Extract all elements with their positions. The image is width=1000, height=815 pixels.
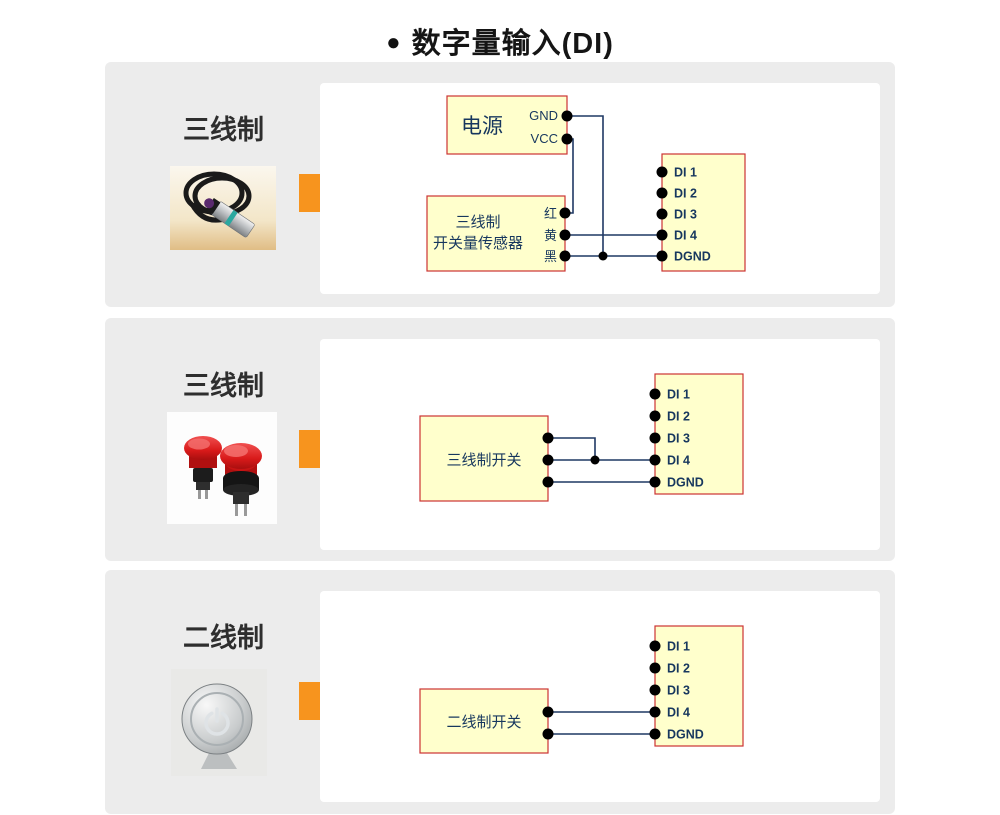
terminal-dot-di1 <box>649 388 661 400</box>
metal-push-button-photo <box>171 669 267 776</box>
estop-buttons-illustration <box>167 412 277 524</box>
terminal-dot-di2 <box>656 187 668 199</box>
pin-label-vcc: VCC <box>531 131 558 146</box>
wiring-diagram-1: 电源 GND VCC 三线制 开关量传感器 红 黄 黑 <box>426 95 746 272</box>
terminal-block-outline <box>654 625 744 747</box>
section-3-label: 二线制 <box>183 623 264 653</box>
power-box: 电源 GND VCC <box>446 95 573 155</box>
sensor-body <box>204 197 255 238</box>
terminal-dot-di4 <box>649 706 661 718</box>
terminal-dot-yellow <box>559 229 571 241</box>
switch-terminal-dot-2 <box>542 454 554 466</box>
terminal-dot-di3 <box>649 432 661 444</box>
terminal-dot-red <box>559 207 571 219</box>
terminal-dot-vcc <box>561 133 573 145</box>
terminal-dot-gnd <box>561 110 573 122</box>
page-title-text: 数字量输入(DI) <box>411 28 614 60</box>
dgnd-label: DGND <box>667 476 704 490</box>
terminal-dot-di3 <box>656 208 668 220</box>
diagram-panel-3: 二线制开关 DI 1 DI 2 DI 3 DI 4 DGND <box>320 591 880 802</box>
power-symbol-icon <box>204 707 230 736</box>
pin-label-yellow: 黄 <box>544 228 557 243</box>
terminal-dot-di3 <box>649 684 661 696</box>
pin-label-red: 红 <box>544 206 557 221</box>
proximity-sensor-photo <box>170 166 276 250</box>
terminal-dot-di4 <box>649 454 661 466</box>
terminal-dot-dgnd <box>649 476 661 488</box>
wire-pin1-jumper <box>548 437 596 460</box>
estop-button-left <box>184 436 222 499</box>
wire-junction-dot <box>598 251 608 261</box>
switch-terminal-dot-1 <box>542 432 554 444</box>
switch-terminal-dot-2 <box>542 728 554 740</box>
di3-label: DI 3 <box>674 208 697 222</box>
terminal-block: DI 1 DI 2 DI 3 DI 4 DGND <box>656 153 746 272</box>
metal-button-illustration <box>171 669 267 776</box>
sensor-box-outline <box>426 195 566 272</box>
bullet-icon: ● <box>386 29 402 56</box>
terminal-block-outline <box>661 153 746 272</box>
wiring-diagram-2: 三线制开关 DI 1 DI 2 DI 3 DI 4 DGND <box>419 373 744 502</box>
estop-button-right <box>220 443 262 516</box>
pin-label-gnd: GND <box>529 108 558 123</box>
power-box-title: 电源 <box>461 114 503 138</box>
wiring-diagram-3: 二线制开关 DI 1 DI 2 DI 3 DI 4 DGND <box>419 625 744 754</box>
di4-label: DI 4 <box>667 706 690 720</box>
diagram-panel-2: 三线制开关 DI 1 DI 2 DI 3 DI 4 DGND <box>320 339 880 550</box>
proximity-sensor-illustration <box>170 166 276 250</box>
terminal-block: DI 1 DI 2 DI 3 DI 4 DGND <box>649 625 744 747</box>
section-2-label: 三线制 <box>183 371 264 401</box>
terminal-dot-di2 <box>649 410 661 422</box>
wire-gnd-to-black <box>567 115 604 256</box>
wire-junction-dot <box>590 455 600 465</box>
di1-label: DI 1 <box>674 166 697 180</box>
di2-label: DI 2 <box>674 187 697 201</box>
di4-label: DI 4 <box>674 229 697 243</box>
switch-box-title: 二线制开关 <box>446 714 521 731</box>
dgnd-label: DGND <box>674 250 711 264</box>
terminal-dot-di4 <box>656 229 668 241</box>
terminal-dot-dgnd <box>656 250 668 262</box>
di1-label: DI 1 <box>667 388 690 402</box>
dgnd-label: DGND <box>667 728 704 742</box>
switch-box: 三线制开关 <box>419 415 554 502</box>
terminal-block: DI 1 DI 2 DI 3 DI 4 DGND <box>649 373 744 495</box>
sensor-box-title-line1: 三线制 <box>455 214 500 231</box>
di2-label: DI 2 <box>667 662 690 676</box>
sensor-box: 三线制 开关量传感器 红 黄 黑 <box>426 195 571 272</box>
switch-terminal-dot-3 <box>542 476 554 488</box>
di3-label: DI 3 <box>667 684 690 698</box>
terminal-block-outline <box>654 373 744 495</box>
emergency-stop-buttons-photo <box>167 412 277 524</box>
switch-box-outline <box>419 688 549 754</box>
power-box-outline <box>446 95 568 155</box>
switch-terminal-dot-1 <box>542 706 554 718</box>
button-base <box>201 753 237 769</box>
section-three-wire-sensor: 三线制 <box>105 62 895 307</box>
di4-label: DI 4 <box>667 454 690 468</box>
photo-background <box>167 412 277 524</box>
di1-label: DI 1 <box>667 640 690 654</box>
sensor-box-title-line2: 开关量传感器 <box>433 235 523 252</box>
terminal-dot-di2 <box>649 662 661 674</box>
di3-label: DI 3 <box>667 432 690 446</box>
switch-box-outline <box>419 415 549 502</box>
switch-box-title: 三线制开关 <box>446 452 521 469</box>
page-title: ● 数字量输入(DI) <box>0 20 1000 62</box>
section-two-wire-switch: 二线制 二线 <box>105 570 895 814</box>
terminal-dot-di1 <box>649 640 661 652</box>
button-ring <box>190 692 244 746</box>
switch-box: 二线制开关 <box>419 688 554 754</box>
diagram-panel-1: 电源 GND VCC 三线制 开关量传感器 红 黄 黑 <box>320 83 880 294</box>
di2-label: DI 2 <box>667 410 690 424</box>
terminal-dot-di1 <box>656 166 668 178</box>
section-1-label: 三线制 <box>183 115 264 145</box>
pin-label-black: 黑 <box>544 249 557 264</box>
section-three-wire-switch: 三线制 <box>105 318 895 561</box>
terminal-dot-dgnd <box>649 728 661 740</box>
terminal-dot-black <box>559 250 571 262</box>
